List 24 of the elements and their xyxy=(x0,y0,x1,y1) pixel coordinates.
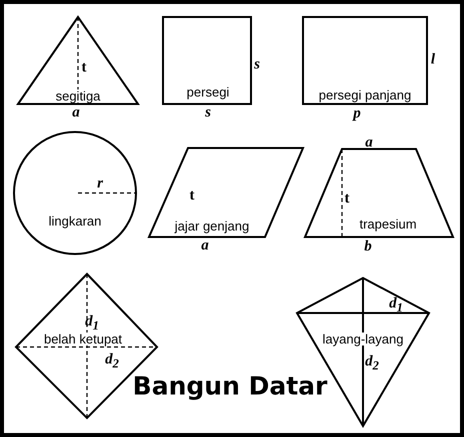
variable-label: d$_{2}$ xyxy=(105,352,119,370)
variable-label: d$_{2}$ xyxy=(365,354,379,372)
shape-name: lingkaran xyxy=(48,214,102,228)
variable-label: a xyxy=(365,136,373,150)
variable-label: t xyxy=(190,188,194,204)
variable-label: t xyxy=(344,192,350,206)
variable-label: t xyxy=(82,60,86,76)
variable-label: b xyxy=(364,240,372,254)
shape-name: jajar genjang xyxy=(174,220,250,232)
variable-label: s xyxy=(254,58,260,72)
shape-name: belah ketupat xyxy=(42,332,124,346)
shape-name: segitiga xyxy=(54,90,102,102)
variable-label: l xyxy=(430,52,436,68)
variable-label: d$_{1}$ xyxy=(389,296,403,314)
title: Bangun Datar xyxy=(132,374,328,398)
variable-label: a xyxy=(72,106,80,120)
variable-label: a xyxy=(201,238,209,254)
variable-label: r xyxy=(97,176,103,192)
shape-name: persegi panjang xyxy=(318,88,412,102)
variable-label: s xyxy=(205,106,211,120)
shape-name: trapesium xyxy=(358,218,418,230)
shape-name: layang-layang xyxy=(322,332,404,346)
variable-label: p xyxy=(353,106,361,122)
shape-name: persegi xyxy=(186,86,230,98)
